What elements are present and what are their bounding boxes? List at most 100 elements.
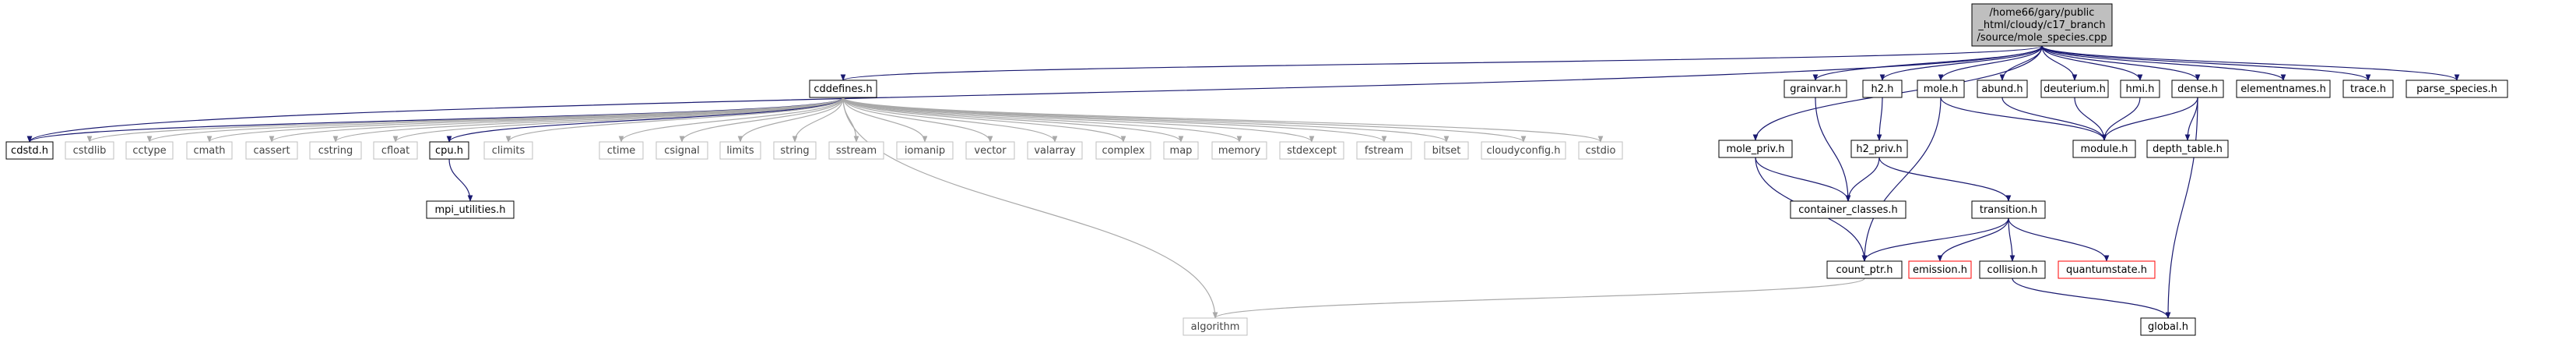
node-label: collision.h <box>1987 264 2038 276</box>
node-abund[interactable]: abund.h <box>1977 80 2028 98</box>
node-cassert[interactable]: cassert <box>245 141 298 160</box>
node-label: cmath <box>193 145 225 157</box>
edge-cddefines-to-cmath <box>206 97 844 143</box>
node-valarray[interactable]: valarray <box>1027 141 1083 160</box>
node-collision[interactable]: collision.h <box>1979 260 2046 279</box>
edge-root-to-cdstd <box>26 45 2043 143</box>
node-box <box>809 80 877 98</box>
node-box <box>1979 260 2046 279</box>
node-dense[interactable]: dense.h <box>2171 80 2224 98</box>
node-label: sstream <box>836 145 877 157</box>
edge-mole-to-module <box>1940 97 2107 141</box>
node-label: complex <box>1102 145 1144 157</box>
edge-root-to-deuterium <box>2041 45 2078 81</box>
node-climits[interactable]: climits <box>483 141 533 160</box>
node-container_classes[interactable]: container_classes.h <box>1790 200 1907 219</box>
node-cstring[interactable]: cstring <box>309 141 362 160</box>
node-box <box>1850 140 1908 158</box>
node-cddefines[interactable]: cddefines.h <box>809 80 877 98</box>
node-box <box>483 141 533 160</box>
node-elementnames[interactable]: elementnames.h <box>2236 80 2331 98</box>
node-box <box>2406 80 2508 98</box>
edge-root-to-dense <box>2041 45 2201 81</box>
edge-transition-to-count_ptr <box>1861 217 2009 262</box>
node-box <box>1826 260 1903 279</box>
node-box <box>1971 3 2113 47</box>
node-box <box>1977 80 2028 98</box>
node-hmi[interactable]: hmi.h <box>2120 80 2160 98</box>
node-box <box>429 141 469 160</box>
edge-root-to-mole <box>1938 45 2043 81</box>
node-label: limits <box>726 145 754 157</box>
node-box <box>1163 141 1199 160</box>
edge-root-to-h2 <box>1879 45 2043 81</box>
node-cstdio[interactable]: cstdio <box>1578 141 1623 160</box>
edge-dense-to-module <box>2101 97 2198 141</box>
node-fstream[interactable]: fstream <box>1356 141 1412 160</box>
node-cctype[interactable]: cctype <box>125 141 174 160</box>
node-bitset[interactable]: bitset <box>1424 141 1469 160</box>
node-cloudyconfig[interactable]: cloudyconfig.h <box>1481 141 1566 160</box>
node-emission[interactable]: emission.h <box>1908 260 1972 279</box>
node-box <box>2072 140 2136 158</box>
node-label: elementnames.h <box>2240 83 2326 95</box>
node-label: _html/cloudy/c17_branch <box>1977 19 2105 31</box>
node-label: deuterium.h <box>2044 83 2106 95</box>
node-cstdlib[interactable]: cstdlib <box>65 141 114 160</box>
node-parse_species[interactable]: parse_species.h <box>2406 80 2508 98</box>
edge-hmi-to-module <box>2101 97 2141 141</box>
node-transition[interactable]: transition.h <box>1971 200 2046 219</box>
node-csignal[interactable]: csignal <box>655 141 708 160</box>
node-label: cstdlib <box>73 145 107 157</box>
edge-cddefines-to-cloudyconfig <box>842 97 1527 143</box>
edge-root-to-hmi <box>2041 45 2143 81</box>
node-cfloat[interactable]: cfloat <box>373 141 418 160</box>
node-h2_priv[interactable]: h2_priv.h <box>1850 140 1908 158</box>
node-quantumstate[interactable]: quantumstate.h <box>2058 260 2156 279</box>
node-mole[interactable]: mole.h <box>1917 80 1965 98</box>
edge-cddefines-to-cpu <box>446 97 844 143</box>
node-box <box>1279 141 1344 160</box>
node-label: climits <box>492 145 525 157</box>
node-string[interactable]: string <box>773 141 817 160</box>
node-cpu[interactable]: cpu.h <box>429 141 469 160</box>
node-box <box>2058 260 2156 279</box>
edge-mole-to-count_ptr <box>1861 97 1942 262</box>
node-count_ptr[interactable]: count_ptr.h <box>1826 260 1903 279</box>
node-vector[interactable]: vector <box>965 141 1015 160</box>
node-iomanip[interactable]: iomanip <box>896 141 954 160</box>
node-box <box>828 141 884 160</box>
node-mole_priv[interactable]: mole_priv.h <box>1718 140 1793 158</box>
node-sstream[interactable]: sstream <box>828 141 884 160</box>
node-memory[interactable]: memory <box>1211 141 1267 160</box>
node-label: hmi.h <box>2126 83 2155 95</box>
node-cmath[interactable]: cmath <box>186 141 233 160</box>
node-label: cctype <box>132 145 166 157</box>
node-label: /source/mole_species.cpp <box>1977 32 2107 44</box>
edge-cddefines-to-string <box>792 97 844 143</box>
edge-cddefines-to-limits <box>737 97 844 143</box>
node-limits[interactable]: limits <box>719 141 761 160</box>
node-complex[interactable]: complex <box>1095 141 1151 160</box>
node-stdexcept[interactable]: stdexcept <box>1279 141 1344 160</box>
node-grainvar[interactable]: grainvar.h <box>1784 80 1847 98</box>
edge-cddefines-to-fstream <box>842 97 1387 143</box>
node-depth_table[interactable]: depth_table.h <box>2146 140 2229 158</box>
node-label: cfloat <box>381 145 409 157</box>
node-box <box>309 141 362 160</box>
node-cdstd[interactable]: cdstd.h <box>5 141 54 160</box>
node-label: container_classes.h <box>1798 204 1898 216</box>
edge-mole_priv-to-container_classes <box>1755 157 1851 202</box>
node-trace[interactable]: trace.h <box>2342 80 2394 98</box>
node-module[interactable]: module.h <box>2072 140 2136 158</box>
node-algorithm[interactable]: algorithm <box>1183 317 1248 336</box>
node-mpi_utilities[interactable]: mpi_utilities.h <box>426 200 515 219</box>
node-map[interactable]: map <box>1163 141 1199 160</box>
node-global[interactable]: global.h <box>2140 317 2196 336</box>
node-box <box>2146 140 2229 158</box>
node-h2[interactable]: h2.h <box>1862 80 1903 98</box>
node-label: trace.h <box>2350 83 2386 95</box>
node-deuterium[interactable]: deuterium.h <box>2040 80 2109 98</box>
node-ctime[interactable]: ctime <box>599 141 644 160</box>
